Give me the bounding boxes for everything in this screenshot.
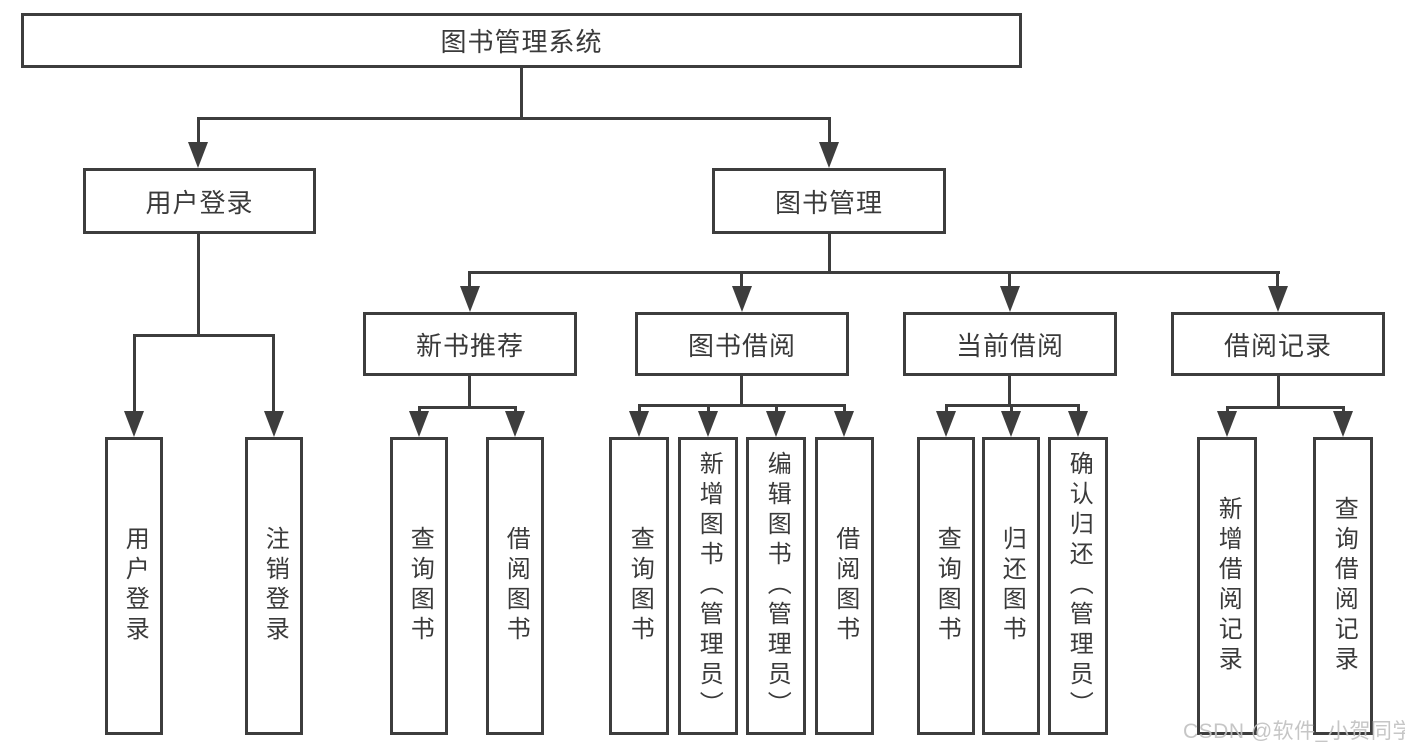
node-label: 借阅记录 — [1223, 330, 1332, 361]
arrow-down-icon — [834, 411, 854, 437]
connector-line — [843, 404, 846, 414]
node-label: 用户登录 — [145, 187, 254, 218]
connector-line — [945, 404, 948, 414]
connector-line — [469, 271, 1280, 274]
connector-line — [775, 404, 778, 414]
node-current-borrowing: 当前借阅 — [903, 312, 1117, 376]
leaf-add-book-admin: 新增图书（管理员） — [678, 437, 738, 735]
node-label: 图书管理系统 — [440, 27, 603, 57]
connector-line — [740, 375, 743, 406]
leaf-return-books: 归还图书 — [982, 437, 1040, 735]
node-library-management-system: 图书管理系统 — [21, 13, 1022, 68]
arrow-down-icon — [698, 411, 718, 437]
leaf-label: 确认归还（管理员） — [1065, 451, 1093, 721]
connector-line — [468, 375, 471, 408]
connector-line — [197, 117, 200, 145]
arrow-down-icon — [936, 411, 956, 437]
connector-line — [707, 404, 710, 414]
arrow-down-icon — [188, 142, 208, 168]
arrow-down-icon — [124, 411, 144, 437]
leaf-borrow-books: 借阅图书 — [815, 437, 874, 735]
leaf-label: 归还图书 — [998, 526, 1026, 646]
leaf-user-login: 用户登录 — [105, 437, 163, 735]
arrow-down-icon — [1217, 411, 1237, 437]
leaf-label: 新增借阅记录 — [1214, 496, 1242, 676]
arrow-down-icon — [629, 411, 649, 437]
arrow-down-icon — [732, 286, 752, 312]
leaf-label: 查询图书 — [406, 526, 434, 646]
arrow-down-icon — [1068, 411, 1088, 437]
connector-line — [133, 334, 275, 337]
connector-line — [1276, 271, 1279, 289]
arrow-down-icon — [1333, 411, 1353, 437]
leaf-query-books-current: 查询图书 — [917, 437, 975, 735]
arrow-down-icon — [1001, 411, 1021, 437]
csdn-watermark: CSDN @软件_小贺同学 — [1183, 720, 1405, 743]
connector-line — [133, 334, 136, 414]
leaf-confirm-return-admin: 确认归还（管理员） — [1048, 437, 1108, 735]
leaf-label: 查询图书 — [626, 526, 654, 646]
connector-line — [638, 404, 846, 407]
arrow-down-icon — [1000, 286, 1020, 312]
arrow-down-icon — [766, 411, 786, 437]
connector-line — [828, 117, 831, 145]
node-label: 新书推荐 — [415, 330, 524, 361]
arrow-down-icon — [819, 142, 839, 168]
connector-line — [1277, 375, 1280, 408]
connector-line — [740, 271, 743, 289]
arrow-down-icon — [505, 411, 525, 437]
leaf-label: 用户登录 — [121, 526, 149, 646]
leaf-label: 查询借阅记录 — [1330, 496, 1358, 676]
connector-line — [520, 68, 523, 118]
leaf-label: 新增图书（管理员） — [695, 451, 723, 721]
arrow-down-icon — [409, 411, 429, 437]
leaf-query-borrow-record: 查询借阅记录 — [1313, 437, 1373, 735]
connector-line — [1226, 406, 1345, 409]
connector-line — [1077, 404, 1080, 414]
leaf-add-borrow-record: 新增借阅记录 — [1197, 437, 1257, 735]
node-book-borrowing: 图书借阅 — [635, 312, 849, 376]
leaf-label: 编辑图书（管理员） — [763, 451, 791, 721]
node-label: 图书管理 — [774, 187, 883, 218]
leaf-borrow-books-recommend: 借阅图书 — [486, 437, 544, 735]
connector-line — [272, 334, 275, 414]
node-label: 当前借阅 — [955, 330, 1064, 361]
arrow-down-icon — [264, 411, 284, 437]
node-new-book-recommendation: 新书推荐 — [363, 312, 577, 376]
arrow-down-icon — [1268, 286, 1288, 312]
connector-line — [1010, 404, 1013, 414]
leaf-logout: 注销登录 — [245, 437, 303, 735]
connector-line — [197, 234, 200, 336]
leaf-query-books-recommend: 查询图书 — [390, 437, 448, 735]
node-label: 图书借阅 — [687, 330, 796, 361]
connector-line — [1008, 375, 1011, 406]
connector-line — [1008, 271, 1011, 289]
leaf-label: 借阅图书 — [831, 526, 859, 646]
leaf-label: 注销登录 — [261, 526, 289, 646]
node-book-management: 图书管理 — [712, 168, 946, 234]
leaf-edit-book-admin: 编辑图书（管理员） — [746, 437, 806, 735]
leaf-query-books-borrow: 查询图书 — [609, 437, 669, 735]
connector-line — [468, 271, 471, 289]
node-user-login: 用户登录 — [83, 168, 316, 234]
connector-line — [418, 406, 517, 409]
arrow-down-icon — [460, 286, 480, 312]
leaf-label: 借阅图书 — [502, 526, 530, 646]
leaf-label: 查询图书 — [933, 526, 961, 646]
node-borrowing-records: 借阅记录 — [1171, 312, 1385, 376]
connector-line — [828, 232, 831, 273]
connector-line — [197, 117, 831, 120]
connector-line — [638, 404, 641, 414]
